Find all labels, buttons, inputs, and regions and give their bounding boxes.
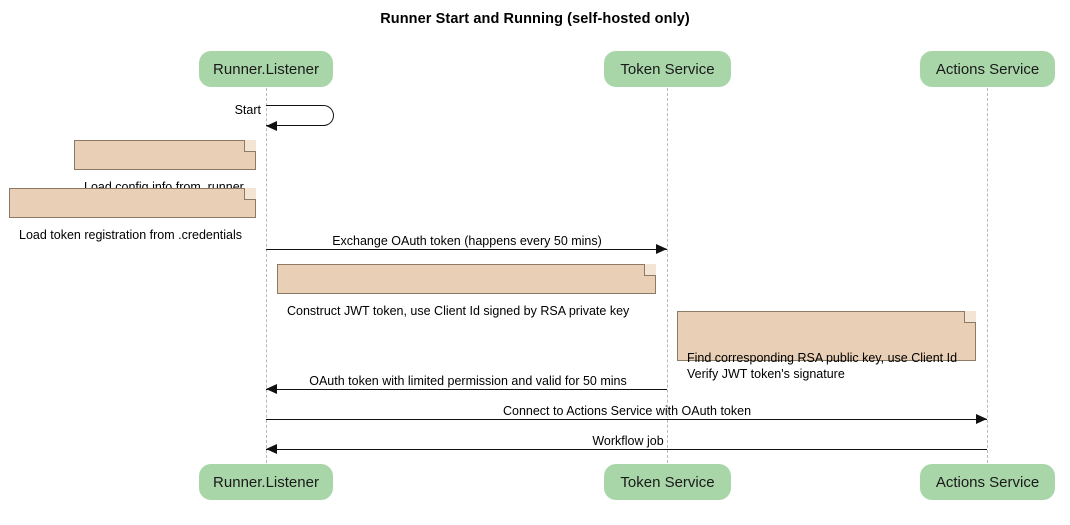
participant-top-actions-service[interactable]: Actions Service xyxy=(920,51,1055,87)
note-fold-corner xyxy=(244,140,256,152)
message-line-connect-actions-service xyxy=(266,419,987,420)
message-label-exchange-oauth-token: Exchange OAuth token (happens every 50 m… xyxy=(332,234,602,248)
participant-label: Runner.Listener xyxy=(213,60,319,78)
message-label-workflow-job: Workflow job xyxy=(592,434,664,448)
participant-label: Runner.Listener xyxy=(213,473,319,491)
message-label-start: Start xyxy=(234,103,261,117)
arrowhead-oauth-token-return xyxy=(266,384,277,394)
participant-bottom-runner-listener[interactable]: Runner.Listener xyxy=(199,464,333,500)
note-text: Load token registration from .credential… xyxy=(19,228,243,242)
arrowhead-connect-actions-service xyxy=(976,414,987,424)
message-label-connect-actions-service: Connect to Actions Service with OAuth to… xyxy=(502,404,752,418)
note-fold-corner xyxy=(244,188,256,200)
message-line-workflow-job xyxy=(266,449,987,450)
participant-top-token-service[interactable]: Token Service xyxy=(604,51,731,87)
lifeline-token-service xyxy=(667,88,668,463)
participant-label: Actions Service xyxy=(935,60,1040,78)
diagram-title: Runner Start and Running (self-hosted on… xyxy=(380,11,690,27)
arrowhead-start xyxy=(266,121,277,131)
participant-top-runner-listener[interactable]: Runner.Listener xyxy=(199,51,333,87)
message-line-oauth-token-return xyxy=(266,389,667,390)
note-load-config-info: Load config info from .runner xyxy=(74,140,256,194)
note-find-rsa-public-key: Find corresponding RSA public key, use C… xyxy=(677,311,976,381)
participant-label: Actions Service xyxy=(935,473,1040,491)
note-fold-corner xyxy=(644,264,656,276)
note-text: Construct JWT token, use Client Id signe… xyxy=(287,304,630,318)
participant-bottom-actions-service[interactable]: Actions Service xyxy=(920,464,1055,500)
note-construct-jwt-token: Construct JWT token, use Client Id signe… xyxy=(277,264,656,318)
participant-bottom-token-service[interactable]: Token Service xyxy=(604,464,731,500)
participant-label: Token Service xyxy=(620,60,715,78)
arrowhead-exchange-oauth-token xyxy=(656,244,667,254)
participant-label: Token Service xyxy=(620,473,715,491)
lifeline-runner-listener xyxy=(266,88,267,463)
arrowhead-workflow-job xyxy=(266,444,277,454)
lifeline-actions-service xyxy=(987,88,988,463)
message-line-exchange-oauth-token xyxy=(266,249,667,250)
note-load-token-registration: Load token registration from .credential… xyxy=(9,188,256,242)
note-fold-corner xyxy=(964,311,976,323)
message-label-oauth-token-return: OAuth token with limited permission and … xyxy=(309,374,627,388)
self-message-loop-start xyxy=(266,105,334,126)
note-text: Find corresponding RSA public key, use C… xyxy=(687,351,958,381)
